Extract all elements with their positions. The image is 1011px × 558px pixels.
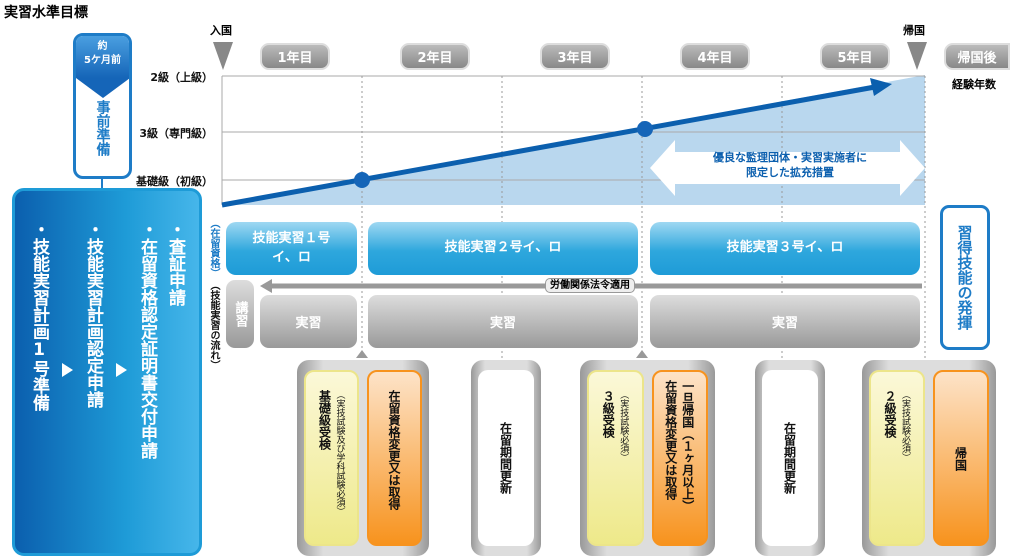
stay-renewal: 在留期間更新 <box>782 422 797 494</box>
year-3: 3年目 <box>540 43 610 70</box>
status-change: 在留資格変更又は取得 <box>663 380 678 500</box>
level-basic: 基礎級（初級） <box>136 175 213 188</box>
grade2-exam: ２級受検 <box>883 390 897 438</box>
skill-use-box: 習得技能の発揮 <box>940 205 990 350</box>
step-group-1: 基礎級受検（実技試験及び学科試験必須） 在留資格変更又は取得 <box>297 360 429 556</box>
progress-line <box>221 84 876 208</box>
renew-box: 在留期間更新 <box>478 370 534 546</box>
expansion-note: 優良な監理団体・実習実施者に 限定した拡充措置 <box>680 150 900 181</box>
level-chart <box>221 75 926 360</box>
return-home: 帰国 <box>953 447 968 471</box>
prep-steps-box: ・査証申請 ・在留資格認定証明書交付申請 ・技能実習計画認定申請 ・技能実習計画… <box>12 188 202 556</box>
prep-time-top: 約 <box>97 41 108 52</box>
arrow-right-icon <box>116 363 127 377</box>
level-2: 2級（上級） <box>150 71 213 84</box>
status-1-line1: 技能実習１号 <box>252 231 331 247</box>
step-group-3: ３級受検（実技試験必須） 在留資格変更又は取得一旦帰国（１ヶ月以上） <box>580 360 715 556</box>
expansion-note-line2: 限定した拡充措置 <box>746 166 834 180</box>
milestone-dot <box>354 172 370 188</box>
status-box-3: 技能実習３号イ、ロ <box>650 222 920 275</box>
flow-side-label: （技能実習の流れ） <box>208 280 219 370</box>
grade3-exam: ３級受検 <box>601 390 616 438</box>
milestone-dot <box>637 121 653 137</box>
entry-label: 入国 <box>210 24 232 37</box>
grade3-exam-box: ３級受検（実技試験必須） <box>587 370 644 546</box>
step-group-5: ２級受検（実技試験必須） 帰国 <box>862 360 996 556</box>
year-1: 1年目 <box>260 43 330 70</box>
basic-exam: 基礎級受検 <box>317 390 332 450</box>
grade2-exam-box: ２級受検（実技試験必須） <box>869 370 925 546</box>
stay-renewal: 在留期間更新 <box>498 422 513 494</box>
practice-box-3: 実習 <box>650 295 920 348</box>
labor-law-label: 労働関係法令適用 <box>545 278 635 293</box>
status-box-1: 技能実習１号イ、ロ <box>226 222 357 275</box>
lecture-box: 講習 <box>226 280 254 348</box>
prep-time-bottom: 5ケ月前 <box>84 54 121 66</box>
practice-box-1: 実習 <box>260 295 357 348</box>
year-5: 5年目 <box>820 43 890 70</box>
return-label: 帰国 <box>903 24 925 37</box>
page-title: 実習水準目標 <box>4 5 88 21</box>
entry-marker-icon <box>213 42 233 70</box>
arrow-head-icon <box>870 78 892 96</box>
return-marker-icon <box>907 42 927 70</box>
status-change: 在留資格変更又は取得 <box>387 390 401 510</box>
status-side-label: （在留資格） <box>208 218 219 278</box>
status-box-2: 技能実習２号イ、ロ <box>368 222 638 275</box>
year-4: 4年目 <box>680 43 750 70</box>
experience-years: 経験年数 <box>952 78 996 91</box>
temporary-return: 一旦帰国（１ヶ月以上） <box>680 380 695 512</box>
grade3-exam-note: （実技試験必須） <box>618 390 629 462</box>
status-change-box: 在留資格変更又は取得 <box>367 370 422 546</box>
after-return: 帰国後 <box>944 43 1010 70</box>
basic-exam-box: 基礎級受検（実技試験及び学科試験必須） <box>304 370 359 546</box>
grade2-exam-note: （実技試験必須） <box>900 390 910 462</box>
prep-timing-box: 約 5ケ月前 事前準備 <box>73 33 132 179</box>
expansion-arrow-icon <box>650 140 925 196</box>
renew-box: 在留期間更新 <box>762 370 818 546</box>
practice-box-2: 実習 <box>368 295 638 348</box>
return-box: 帰国 <box>933 370 989 546</box>
prep-step-plan-approval: ・技能実習計画認定申請 <box>83 221 103 408</box>
expansion-note-line1: 優良な監理団体・実習実施者に <box>713 151 867 164</box>
prep-step-coe: ・在留資格認定証明書交付申請 <box>137 221 157 459</box>
step-group-2: 在留期間更新 <box>471 360 541 556</box>
step-group-4: 在留期間更新 <box>755 360 825 556</box>
status-1-line2: イ、ロ <box>272 249 311 265</box>
prep-label: 事前準備 <box>94 100 111 156</box>
basic-exam-note: （実技試験及び学科試験必須） <box>334 390 345 516</box>
arrow-right-icon <box>62 363 73 377</box>
level-3: 3級（専門級） <box>139 127 213 140</box>
prep-step-plan: ・技能実習計画1号準備 <box>29 221 49 411</box>
year-2: 2年目 <box>400 43 470 70</box>
status-change-return-box: 在留資格変更又は取得一旦帰国（１ヶ月以上） <box>651 370 708 546</box>
prep-step-visa: ・査証申請 <box>165 221 185 306</box>
